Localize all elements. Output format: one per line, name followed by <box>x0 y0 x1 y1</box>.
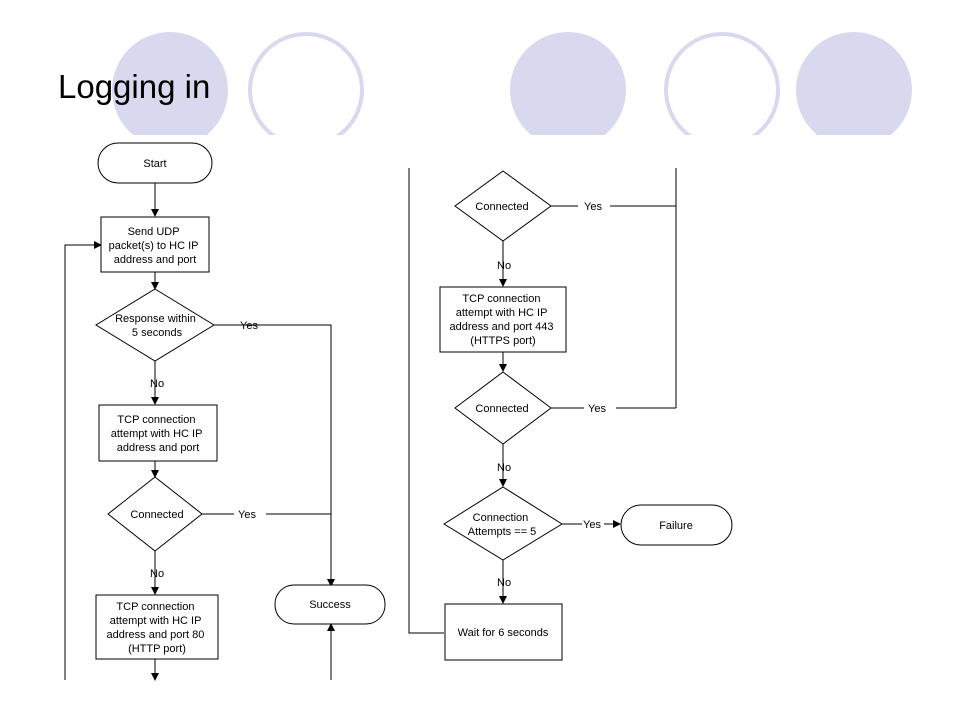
tcp-attempt-443-box <box>439 286 567 353</box>
start-label: Start <box>143 158 166 170</box>
slide-title: Logging in <box>58 68 211 105</box>
tcp-attempt-label: TCP connection attempt with HC IP addres… <box>111 414 206 454</box>
decorative-circles <box>112 32 912 135</box>
success-label: Success <box>309 599 351 611</box>
tcp-attempt-80-label: TCP connection attempt with HC IP addres… <box>107 601 208 655</box>
attempts-label: Connection Attempts == 5 <box>468 512 536 538</box>
yes-label-connected-1: Yes <box>238 509 256 521</box>
send-udp-label: Send UDP packet(s) to HC IP address and … <box>109 226 202 266</box>
tcp-attempt-box <box>98 404 218 462</box>
no-label-connected-3: No <box>497 462 511 474</box>
deco-circle-filled <box>796 32 912 135</box>
deco-circle-ring <box>248 32 364 135</box>
no-label-attempts: No <box>497 577 511 589</box>
connected-label-2: Connected <box>475 201 528 213</box>
deco-circle-ring <box>664 32 780 135</box>
no-label-response: No <box>150 378 164 390</box>
connected-decision-2 <box>454 170 552 242</box>
failure-terminal <box>620 504 733 546</box>
tcp-attempt-80-box <box>95 594 219 660</box>
no-label-connected-1: No <box>150 568 164 580</box>
connected-label-3: Connected <box>475 403 528 415</box>
yes-label-connected-2: Yes <box>584 201 602 213</box>
success-terminal <box>274 584 386 625</box>
yes-label-attempts: Yes <box>583 519 601 531</box>
connected-label-1: Connected <box>130 509 183 521</box>
response-decision <box>95 288 215 362</box>
deco-circle-filled <box>112 32 228 135</box>
yes-label-connected-3: Yes <box>588 403 606 415</box>
connected-decision-1 <box>107 476 203 552</box>
connectors <box>64 168 677 681</box>
no-label-connected-2: No <box>497 260 511 272</box>
send-udp-box <box>100 216 210 273</box>
wait-label: Wait for 6 seconds <box>458 627 549 639</box>
tcp-attempt-443-label: TCP connection attempt with HC IP addres… <box>449 293 556 347</box>
connected-decision-3 <box>454 371 552 445</box>
deco-circle-filled <box>510 32 626 135</box>
start-terminal <box>97 142 213 184</box>
attempts-decision <box>443 486 563 561</box>
response-label: Response within 5 seconds <box>115 313 199 339</box>
failure-label: Failure <box>659 520 693 532</box>
yes-label-response: Yes <box>240 320 258 332</box>
wait-box <box>444 603 563 661</box>
